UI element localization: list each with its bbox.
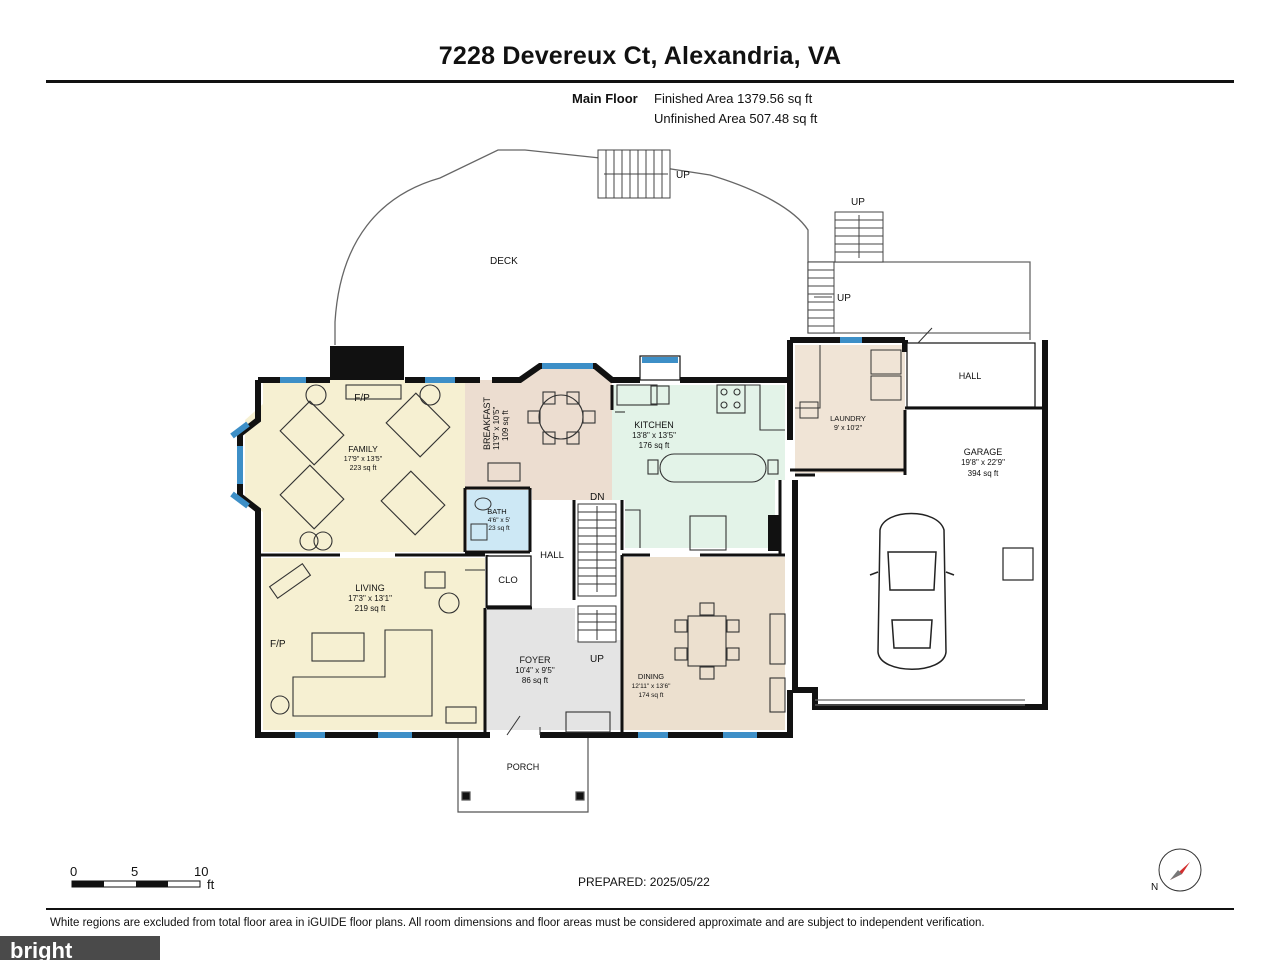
garage-area: 394 sq ft xyxy=(968,469,999,478)
bath-name: BATH xyxy=(487,507,506,516)
family-area: 223 sq ft xyxy=(350,465,377,472)
stairs-dn-label: DN xyxy=(590,492,604,503)
foyer-area: 86 sq ft xyxy=(522,676,549,685)
bath-fixtures xyxy=(470,497,492,541)
deck-outline xyxy=(334,149,1031,345)
family-name: FAMILY xyxy=(348,444,378,454)
laundry-name: LAUNDRY xyxy=(830,414,866,423)
compass-north-label: N xyxy=(1151,882,1158,893)
interior-stairs xyxy=(577,503,617,643)
windows xyxy=(230,337,862,738)
deck-stairs-left xyxy=(807,261,835,334)
title-divider xyxy=(46,80,1234,83)
hall-top-label: HALL xyxy=(959,371,982,381)
dining-area: 174 sq ft xyxy=(639,692,664,699)
deck-label: DECK xyxy=(490,256,518,267)
hall-label: HALL xyxy=(540,550,564,561)
breakfast-furniture xyxy=(487,391,596,482)
deck-stairs-right xyxy=(834,211,884,263)
stairs-up-label-1: UP xyxy=(676,170,690,181)
family-dims: 17'9" x 13'5" xyxy=(344,456,383,463)
breakfast-room-fill xyxy=(465,368,612,500)
hall-top-box xyxy=(906,342,1036,408)
garage-car xyxy=(869,512,955,670)
closet-box xyxy=(486,555,532,607)
chimney xyxy=(330,346,404,380)
porch-label: PORCH xyxy=(507,762,540,772)
kitchen-furniture xyxy=(615,384,785,551)
garage-dims: 19'8" x 22'9" xyxy=(961,458,1005,467)
porch-outline xyxy=(457,738,589,813)
scale-unit: ft xyxy=(207,877,215,892)
fp-left-label: F/P xyxy=(270,639,286,650)
scale-ten: 10 xyxy=(194,864,209,879)
foyer-name: FOYER xyxy=(519,655,551,665)
unfinished-area: Unfinished Area 507.48 sq ft xyxy=(654,111,818,126)
bath-area: 23 sq ft xyxy=(488,525,510,532)
breakfast-name: BREAKFAST xyxy=(482,396,492,450)
stairs-up-label-3: UP xyxy=(837,293,851,304)
living-name: LIVING xyxy=(355,583,385,593)
dining-name: DINING xyxy=(638,672,664,681)
footer-divider xyxy=(46,908,1234,910)
stairs-up-foyer-label: UP xyxy=(590,654,604,665)
living-furniture xyxy=(268,563,485,724)
kitchen-area: 176 sq ft xyxy=(639,441,670,450)
fp-top-label: F/P xyxy=(354,393,370,404)
prepared-date: PREPARED: 2025/05/22 xyxy=(578,875,710,889)
scale-five: 5 xyxy=(131,864,139,879)
dining-dims: 12'11" x 13'6" xyxy=(632,683,671,690)
laundry-fill xyxy=(795,345,905,473)
living-room-fill xyxy=(263,558,485,730)
plan-title: 7228 Devereux Ct, Alexandria, VA xyxy=(438,42,842,70)
kitchen-fill xyxy=(612,385,785,548)
breakfast-dims: 11'9" x 10'5" xyxy=(492,407,501,450)
kitchen-dims: 13'8" x 13'5" xyxy=(632,431,676,440)
kitchen-name: KITCHEN xyxy=(634,420,674,430)
living-area: 219 sq ft xyxy=(355,604,386,613)
living-dims: 17'3" x 13'1" xyxy=(348,594,392,603)
disclaimer: White regions are excluded from total fl… xyxy=(50,917,985,929)
bath-dims: 4'6" x 5' xyxy=(488,517,511,524)
brand-watermark: bright xyxy=(0,936,160,960)
dining-fill xyxy=(622,557,785,730)
family-furniture xyxy=(279,384,451,551)
garage-name: GARAGE xyxy=(964,447,1003,457)
compass-icon xyxy=(1158,848,1202,892)
scale-bar xyxy=(71,880,201,888)
stairs-up-label-2: UP xyxy=(851,197,865,208)
deck-stairs-top xyxy=(597,149,671,199)
laundry-dims: 9' x 10'2" xyxy=(834,425,863,432)
foyer-dims: 10'4" x 9'5" xyxy=(515,666,555,675)
floor-name: Main Floor xyxy=(572,91,638,106)
scale-zero: 0 xyxy=(70,864,78,879)
closet-label: CLO xyxy=(498,575,518,586)
dining-furniture xyxy=(565,602,786,733)
breakfast-area: 109 sq ft xyxy=(501,410,510,441)
laundry-fixtures xyxy=(795,345,902,419)
foyer-fill xyxy=(485,608,622,730)
finished-area: Finished Area 1379.56 sq ft xyxy=(654,91,813,106)
